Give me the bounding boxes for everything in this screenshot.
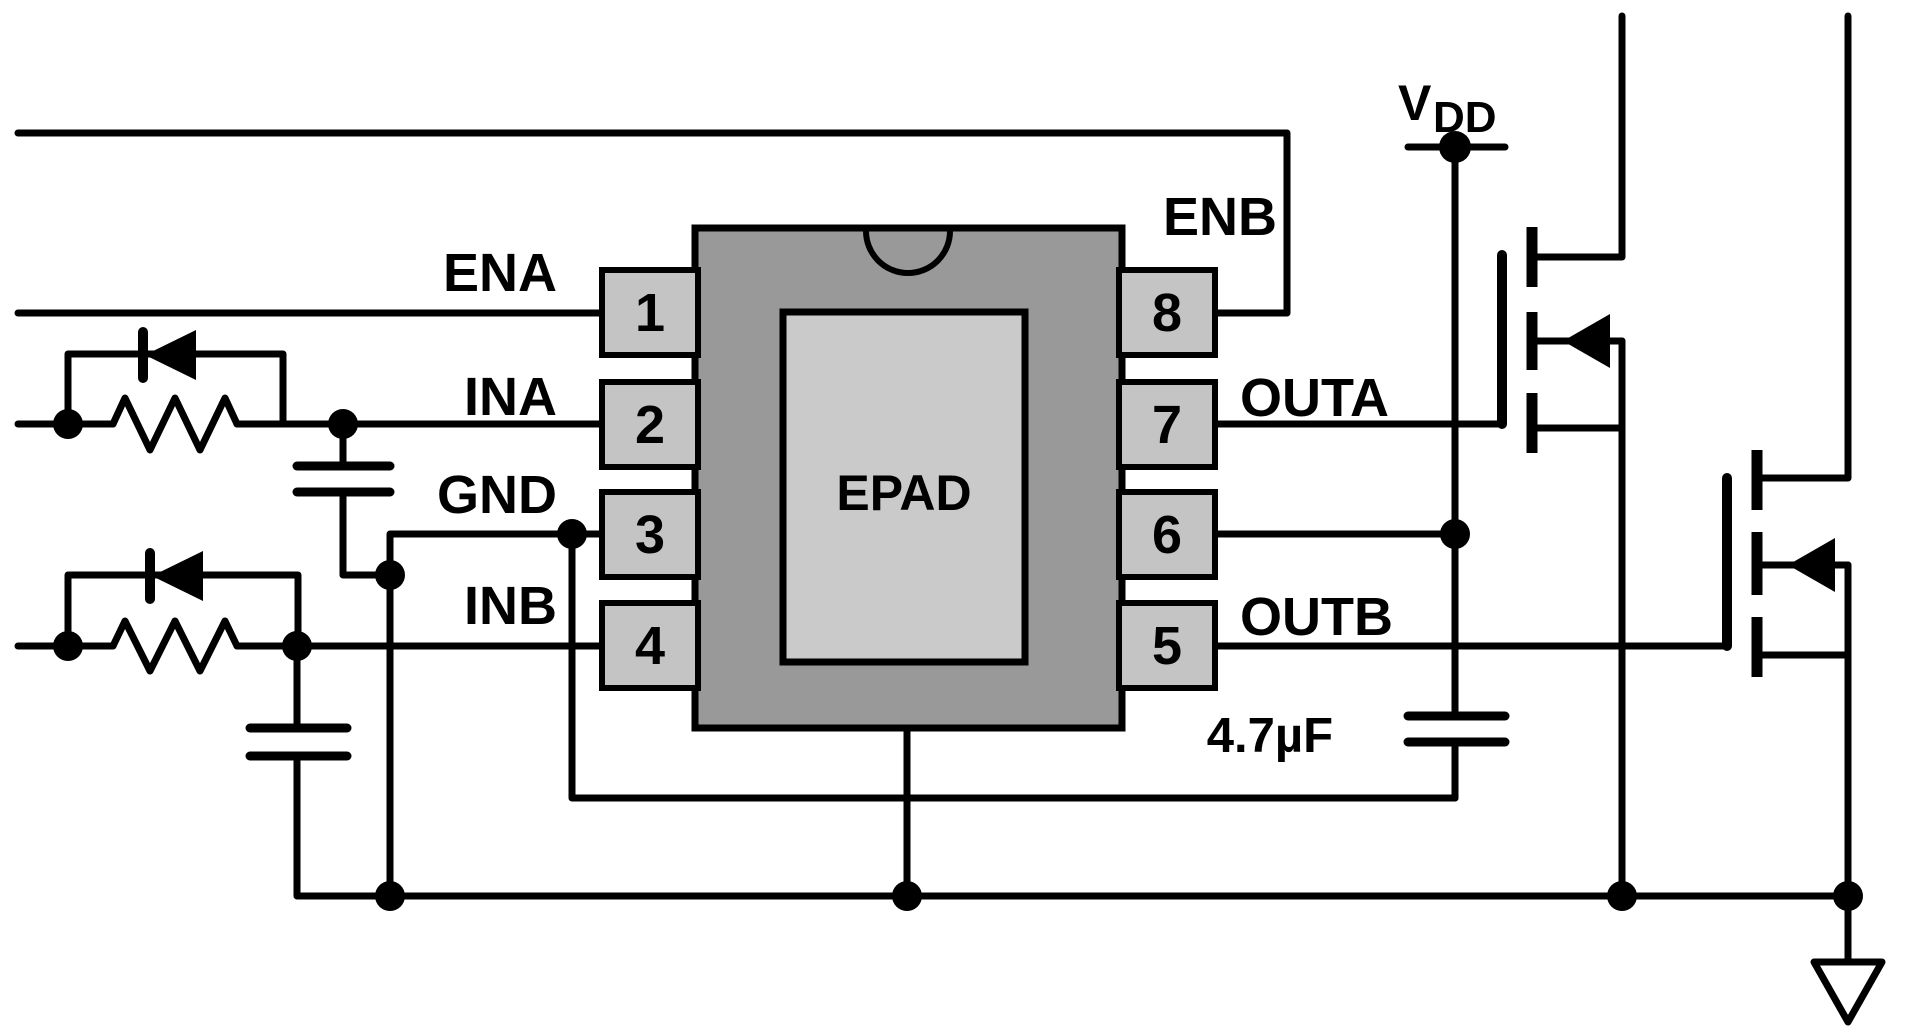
wire-gnd-pin3-branch [386,530,606,900]
pin-number-3: 3 [635,505,665,565]
junction-dot [557,519,587,549]
diode-arrow [152,551,203,601]
pin-number-5: 5 [1152,616,1182,676]
vdd-junction-dot [1439,131,1471,163]
pin-pad-6 [1116,489,1218,580]
bypass-cap-value-label: 4.7µF [1207,709,1333,763]
diode-inb [145,548,203,604]
diode-ina [138,327,196,383]
label-ina: INA [464,367,557,427]
ground-triangle-icon [1810,958,1886,1026]
pin-pad-7 [1116,379,1218,470]
pin-number-8: 8 [1152,283,1182,343]
pin-number-4: 4 [635,616,665,676]
pin-number-7: 7 [1152,395,1182,455]
capacitor-inb [245,723,352,761]
junction-dot [892,881,922,911]
label-gnd: GND [437,465,557,525]
label-outa: OUTA [1240,368,1389,428]
pin-name-labels: ENA INA GND INB ENB OUTA OUTB [437,187,1393,647]
mosfet-drain-lead [1753,12,1852,482]
label-enb: ENB [1163,187,1277,247]
vdd-supply-symbol: V DD [1398,75,1497,142]
label-outb: OUTB [1240,587,1393,647]
pin-pad-4 [599,600,701,691]
junction-dot [53,631,83,661]
junction-dots [53,131,1863,911]
label-ena: ENA [443,243,557,303]
junction-dot [1607,881,1637,911]
junction-dot [1833,881,1863,911]
wire-enb-net [14,129,1291,317]
epad-rect [779,308,1029,666]
ground-symbol [1810,892,1886,1026]
ic-package: 1 2 3 4 8 7 6 5 EPAD [599,224,1218,732]
junction-dot [1440,519,1470,549]
mosfet-2 [1722,12,1852,900]
resistor-ina [109,394,241,454]
mosfet-body-arrow-icon [1563,314,1610,368]
pin-pad-3 [599,489,701,580]
junction-dot [53,409,83,439]
pin-number-2: 2 [635,395,665,455]
junction-dot [375,560,405,590]
pin-pad-5 [1116,600,1218,691]
capacitor-bypass: 4.7µF [1207,709,1510,763]
vdd-label: V [1398,75,1432,131]
diode-arrow [145,330,196,380]
resistor-inb [109,617,241,675]
label-inb: INB [464,576,557,636]
epad-label: EPAD [836,465,971,521]
junction-dot [375,881,405,911]
vdd-label-subscript: DD [1433,93,1497,142]
pin-pad-8 [1116,267,1218,358]
pin-number-1: 1 [635,283,665,343]
ic-pin1-notch-icon [863,230,953,276]
junction-dot [282,631,312,661]
pin-pad-1 [599,267,701,358]
pin-pad-2 [599,379,701,470]
mosfet-1 [1497,12,1626,900]
mosfet-body-arrow-icon [1788,538,1835,592]
mosfet-drain-lead [1528,12,1626,261]
junction-dot [328,409,358,439]
wire-ina-cap-bottom-lead [339,488,394,579]
pin-number-6: 6 [1152,505,1182,565]
capacitor-ina [292,461,395,497]
